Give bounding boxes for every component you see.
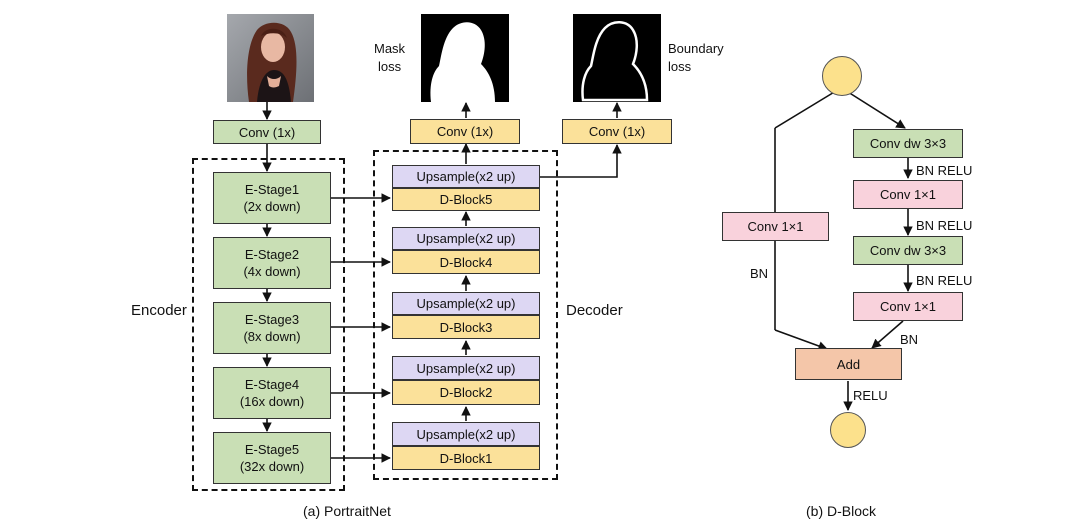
caption-dblock: (b) D-Block bbox=[806, 503, 877, 519]
arrow-main-to-add bbox=[871, 320, 904, 349]
dblock-label-1: BN RELU bbox=[916, 163, 973, 178]
upsample-5: Upsample(x2 up) bbox=[392, 165, 540, 188]
upsample-3: Upsample(x2 up) bbox=[392, 292, 540, 315]
dblock-label-4: BN bbox=[900, 332, 919, 347]
d-block-2: D-Block2 bbox=[392, 380, 540, 405]
encoder-stage-4-name: E-Stage4 bbox=[244, 377, 300, 392]
encoder-stage-5-scale: (32x down) bbox=[239, 459, 305, 474]
encoder-label: Encoder bbox=[131, 302, 187, 319]
dblock-add: Add bbox=[795, 348, 902, 380]
input-portrait-image bbox=[227, 14, 314, 102]
boundary-loss-label: Boundary loss bbox=[668, 41, 724, 74]
dblock-conv-dw-1: Conv dw 3×3 bbox=[853, 129, 963, 158]
encoder-stage-5: E-Stage5 (32x down) bbox=[213, 432, 331, 484]
dblock-output-node bbox=[830, 412, 866, 448]
dblock-shortcut-conv: Conv 1×1 bbox=[722, 212, 829, 241]
encoder-stage-1-name: E-Stage1 bbox=[244, 182, 300, 197]
decoder-group bbox=[373, 150, 558, 480]
encoder-stage-4-scale: (16x down) bbox=[239, 394, 305, 409]
d-block-4: D-Block4 bbox=[392, 250, 540, 274]
encoder-stage-4: E-Stage4 (16x down) bbox=[213, 367, 331, 419]
arrow-dblock-input-to-main bbox=[847, 91, 906, 129]
boundary-conv: Conv (1x) bbox=[562, 119, 672, 144]
dblock-conv-pw-2: Conv 1×1 bbox=[853, 292, 963, 321]
mask-loss-label: Mask loss bbox=[374, 41, 406, 74]
arrow-upsample5-to-boundary-conv bbox=[540, 144, 622, 178]
upsample-4: Upsample(x2 up) bbox=[392, 227, 540, 250]
d-block-1: D-Block1 bbox=[392, 446, 540, 470]
d-block-5: D-Block5 bbox=[392, 188, 540, 211]
encoder-stage-5-name: E-Stage5 bbox=[244, 442, 300, 457]
dblock-input-node bbox=[822, 56, 862, 96]
encoder-stage-2: E-Stage2 (4x down) bbox=[213, 237, 331, 289]
arrow-shortcut-to-add bbox=[774, 329, 828, 351]
mask-conv: Conv (1x) bbox=[410, 119, 520, 144]
dblock-post-activation: RELU bbox=[853, 388, 888, 403]
encoder-stage-2-name: E-Stage2 bbox=[244, 247, 300, 262]
d-block-3: D-Block3 bbox=[392, 315, 540, 339]
encoder-group bbox=[192, 158, 345, 491]
encoder-stage-3: E-Stage3 (8x down) bbox=[213, 302, 331, 354]
encoder-stage-3-name: E-Stage3 bbox=[244, 312, 300, 327]
mask-output-image bbox=[421, 14, 509, 102]
upsample-2: Upsample(x2 up) bbox=[392, 356, 540, 380]
encoder-stage-1-scale: (2x down) bbox=[243, 199, 301, 214]
line-dblock-input-to-shortcut bbox=[774, 90, 837, 129]
dblock-label-3: BN RELU bbox=[916, 273, 973, 288]
dblock-label-2: BN RELU bbox=[916, 218, 973, 233]
decoder-label: Decoder bbox=[566, 302, 623, 319]
boundary-output-image bbox=[573, 14, 661, 102]
encoder-input-conv: Conv (1x) bbox=[213, 120, 321, 144]
upsample-1: Upsample(x2 up) bbox=[392, 422, 540, 446]
encoder-stage-2-scale: (4x down) bbox=[243, 264, 301, 279]
encoder-stage-1: E-Stage1 (2x down) bbox=[213, 172, 331, 224]
caption-portraitnet: (a) PortraitNet bbox=[303, 503, 391, 519]
dblock-conv-pw-1: Conv 1×1 bbox=[853, 180, 963, 209]
encoder-stage-3-scale: (8x down) bbox=[243, 329, 301, 344]
dblock-conv-dw-2: Conv dw 3×3 bbox=[853, 236, 963, 265]
dblock-shortcut-norm: BN bbox=[750, 266, 769, 281]
